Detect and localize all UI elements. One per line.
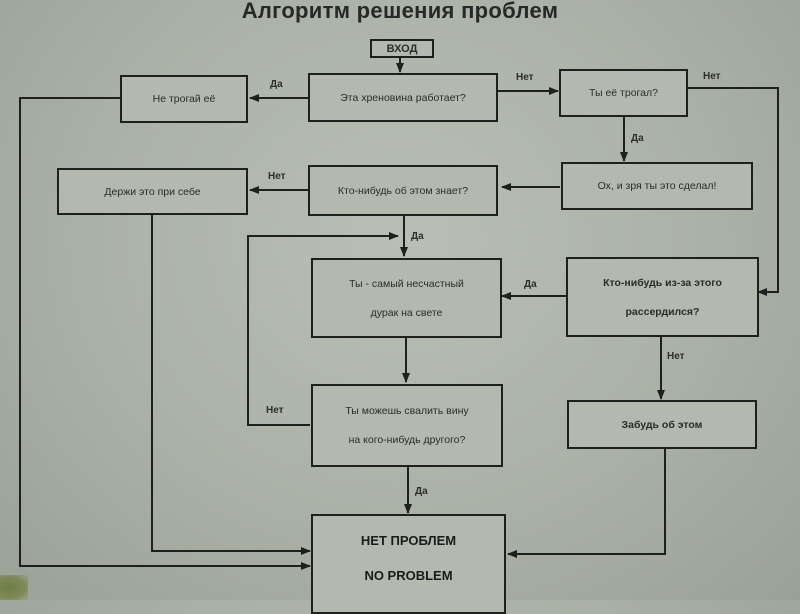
entry-node: ВХОД [370, 39, 434, 58]
edge-forget-to-noproblem [507, 448, 666, 558]
no-problem-node: НЕТ ПРОБЛЕМ NO PROBLEM [311, 514, 506, 614]
oh-shouldnt-label: Ох, и зря ты это сделал! [597, 180, 717, 192]
does-it-work-node: Эта хреновина работает? [308, 73, 498, 122]
label-blame-no: Нет [266, 405, 284, 416]
label-knows-yes: Да [411, 231, 424, 242]
label-knows-no: Нет [268, 171, 286, 182]
label-works-no: Нет [516, 72, 534, 83]
oh-shouldnt-node: Ох, и зря ты это сделал! [561, 162, 753, 210]
blame-someone-line-1: Ты можешь свалить вину [345, 405, 469, 417]
diagram-title: Алгоритм решения проблем [241, 0, 559, 23]
dont-touch-node: Не трогай её [120, 75, 248, 123]
keep-to-yourself-node: Держи это при себе [57, 168, 248, 215]
edge-touched-no [688, 87, 779, 296]
label-works-yes: Да [270, 79, 283, 90]
no-problem-ru: НЕТ ПРОБЛЕМ [360, 533, 457, 548]
unlucky-fool-line-2: дурак на свете [370, 306, 443, 319]
label-angry-no: Нет [667, 351, 685, 362]
label-touched-no: Нет [703, 71, 721, 82]
dont-touch-label: Не трогай её [152, 93, 216, 105]
keep-to-yourself-label: Держи это при себе [104, 185, 201, 198]
forget-it-label: Забудь об этом [621, 418, 703, 431]
label-angry-yes: Да [524, 279, 537, 290]
entry-label: ВХОД [386, 42, 418, 55]
background-stain [0, 575, 28, 600]
did-you-touch-label: Ты её трогал? [589, 87, 658, 99]
forget-it-node: Забудь об этом [567, 400, 757, 449]
blame-someone-line-2: на кого-нибудь другого? [348, 434, 466, 446]
blame-someone-node: Ты можешь свалить вину на кого-нибудь др… [311, 384, 503, 467]
anyone-knows-node: Кто-нибудь об этом знает? [308, 165, 498, 216]
connector-layer [19, 57, 779, 570]
edge-blame-no [247, 232, 399, 426]
anyone-angry-node: Кто-нибудь из-за этого рассердился? [566, 257, 759, 337]
anyone-angry-line-2: рассердился? [625, 305, 700, 318]
does-it-work-label: Эта хреновина работает? [340, 91, 466, 104]
unlucky-fool-node: Ты - самый несчастный дурак на свете [311, 258, 502, 338]
label-blame-yes: Да [415, 486, 428, 497]
anyone-angry-line-1: Кто-нибудь из-за этого [603, 276, 722, 289]
label-touched-yes: Да [631, 133, 644, 144]
anyone-knows-label: Кто-нибудь об этом знает? [337, 184, 469, 197]
edge-keep-to-noproblem [151, 214, 311, 555]
unlucky-fool-line-1: Ты - самый несчастный [349, 277, 464, 290]
did-you-touch-node: Ты её трогал? [559, 69, 688, 117]
edge-dont-touch-to-noproblem [19, 97, 311, 570]
no-problem-en: NO PROBLEM [364, 568, 453, 583]
